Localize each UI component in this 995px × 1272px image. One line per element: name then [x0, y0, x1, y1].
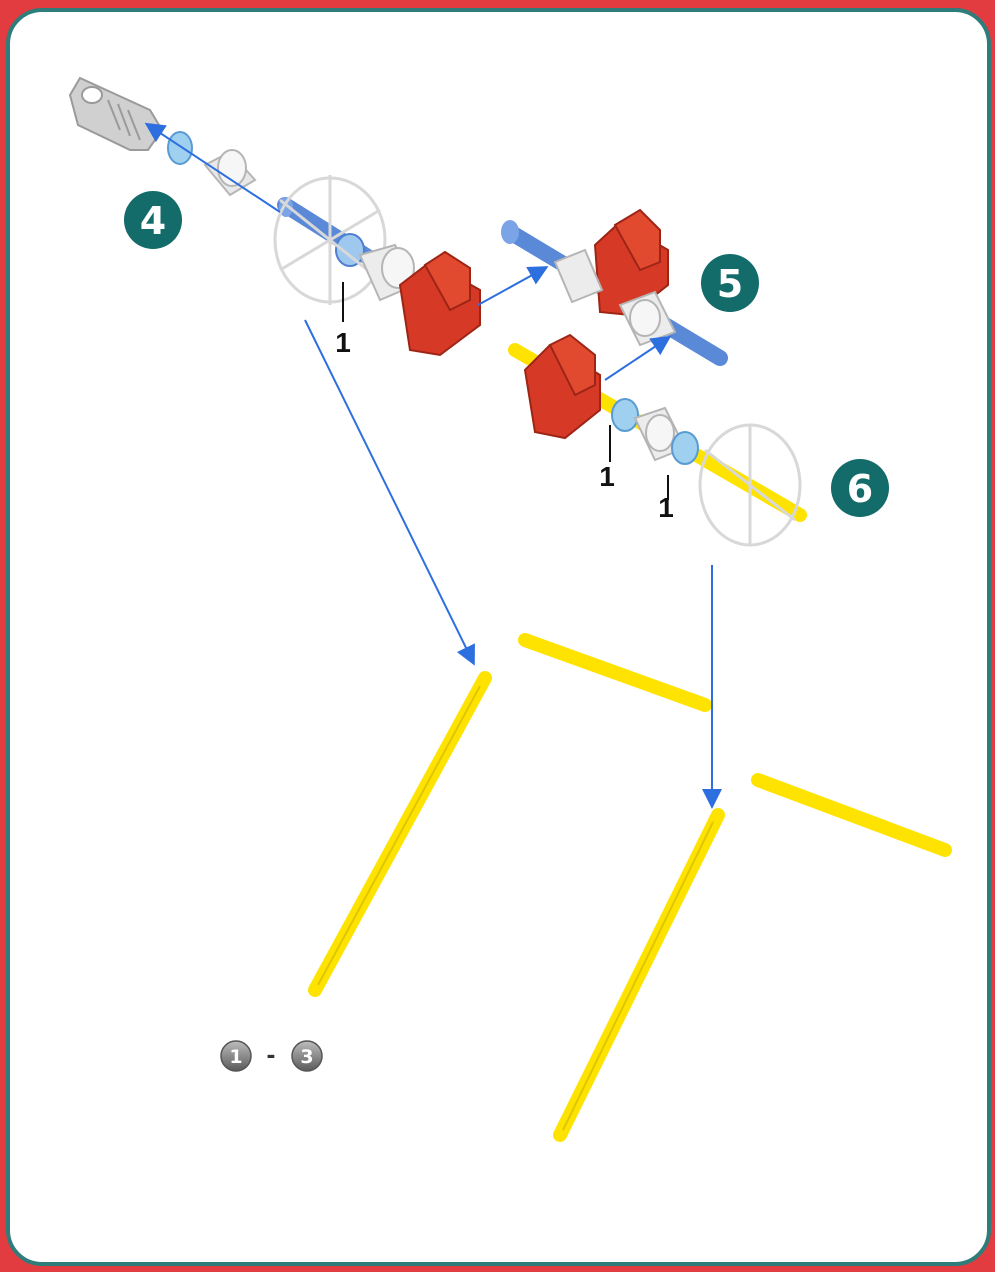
step-badge-5: 5 — [701, 254, 759, 312]
svg-text:6: 6 — [847, 467, 873, 511]
quantity-label: 1 — [335, 327, 351, 358]
svg-text:5: 5 — [717, 262, 743, 306]
blue-spacer-part-3 — [672, 432, 698, 464]
quantity-label: 1 — [599, 461, 615, 492]
svg-text:3: 3 — [300, 1046, 313, 1068]
step-badge-6: 6 — [831, 459, 889, 517]
prev-step-separator: - — [266, 1044, 275, 1069]
rod-end-cap — [501, 220, 519, 244]
svg-text:4: 4 — [140, 199, 166, 243]
blue-spacer-part-2 — [612, 399, 638, 431]
step-badge-4: 4 — [124, 191, 182, 249]
quantity-label: 1 — [658, 492, 674, 523]
previous-steps-indicator: 1 - 3 — [221, 1041, 322, 1071]
svg-text:1: 1 — [229, 1046, 242, 1068]
blue-spacer-part — [168, 132, 192, 164]
